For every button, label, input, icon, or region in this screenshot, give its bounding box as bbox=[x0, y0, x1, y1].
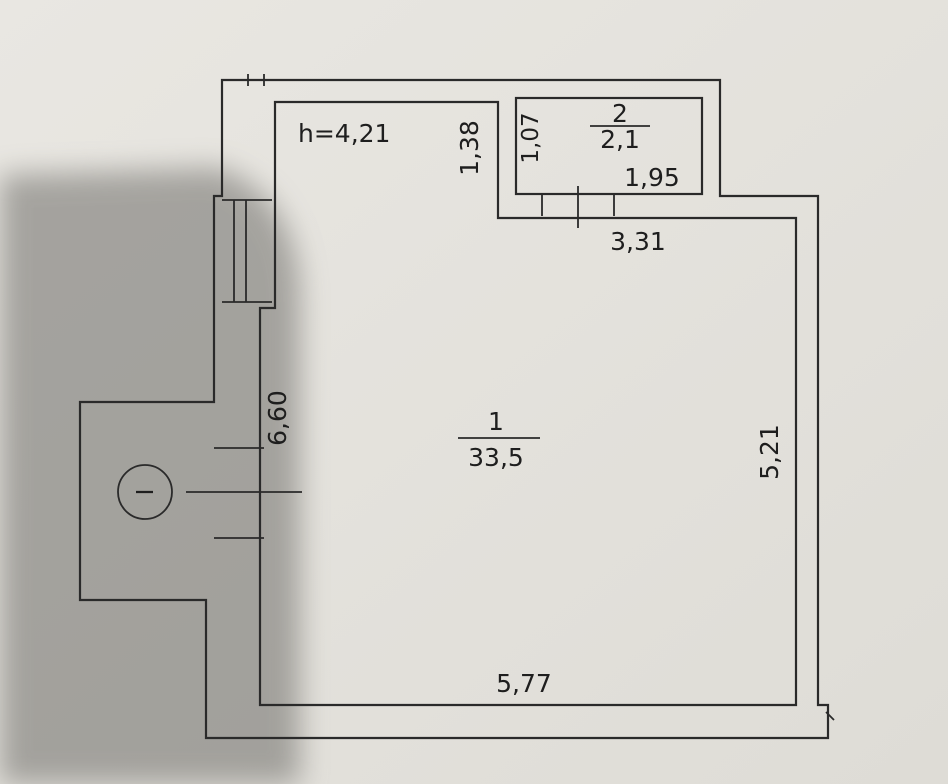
ceiling-height: h=4,21 bbox=[298, 119, 390, 148]
closet-outline bbox=[514, 96, 704, 196]
dim-closet-width: 1,95 bbox=[624, 163, 680, 192]
dim-closet-height: 1,07 bbox=[518, 112, 544, 163]
dim-notch-width: 3,31 bbox=[610, 227, 666, 256]
dim-main-width: 5,77 bbox=[496, 669, 552, 698]
dim-main-height-right: 5,21 bbox=[755, 424, 784, 480]
outer-wall bbox=[78, 78, 830, 740]
room-2-number: 2 bbox=[612, 99, 628, 128]
entrance-marker-label: I bbox=[133, 489, 159, 496]
room-1-area: 33,5 bbox=[468, 443, 524, 472]
corner-tick bbox=[825, 711, 835, 721]
room-2-area: 2,1 bbox=[600, 125, 640, 154]
room-1-number: 1 bbox=[488, 407, 504, 436]
dim-notch-height: 1,38 bbox=[455, 120, 484, 176]
main-room-outline bbox=[258, 100, 798, 707]
entrance-marker-circle bbox=[117, 464, 173, 520]
dim-main-height-left: 6,60 bbox=[263, 390, 292, 446]
photo-shadow bbox=[0, 168, 300, 784]
